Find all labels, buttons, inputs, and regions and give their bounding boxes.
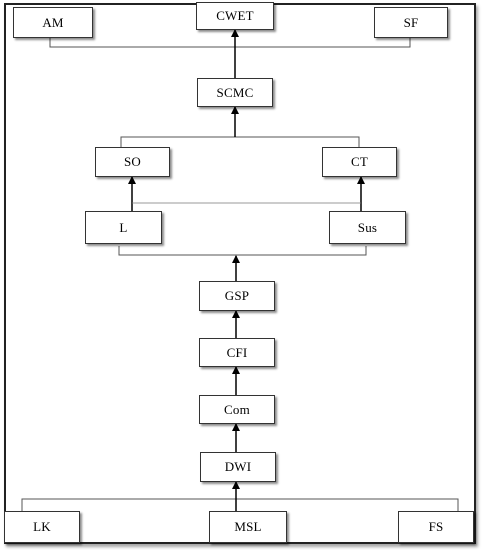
node-cwet: CWET	[196, 2, 274, 30]
node-gsp: GSP	[199, 281, 275, 311]
node-cfi: CFI	[199, 338, 275, 367]
node-com: Com	[199, 395, 275, 424]
top-group-bracket	[49, 38, 411, 48]
node-fs: FS	[398, 511, 474, 543]
l-sus-group-bracket	[118, 246, 367, 256]
node-ct: CT	[322, 147, 397, 177]
node-so: SO	[95, 147, 170, 177]
node-sf: SF	[374, 7, 448, 38]
so-ct-group-bracket	[120, 136, 360, 147]
node-msl: MSL	[209, 511, 287, 543]
node-lk: LK	[4, 511, 80, 543]
node-dwi: DWI	[200, 452, 276, 482]
node-am: AM	[13, 7, 93, 38]
bottom-group-bracket	[21, 498, 459, 511]
node-sus: Sus	[329, 211, 406, 244]
node-scmc: SCMC	[197, 78, 273, 107]
node-l: L	[85, 211, 162, 244]
